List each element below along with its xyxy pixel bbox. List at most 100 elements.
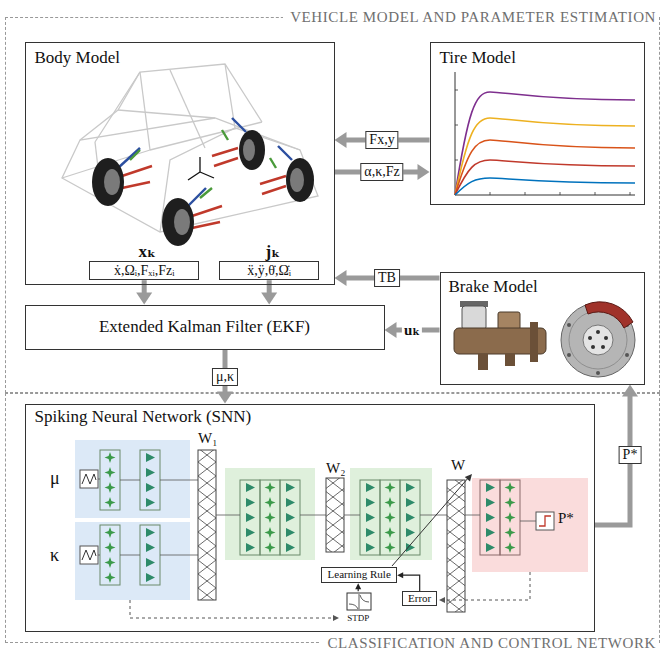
illustration-part bbox=[444, 572, 530, 600]
model-box: Tire Model bbox=[430, 42, 645, 205]
illustration-part bbox=[505, 354, 515, 366]
illustration-part bbox=[260, 176, 286, 194]
node-text: Learning Rule bbox=[328, 568, 391, 581]
arrow-shaft bbox=[402, 575, 420, 591]
illustration-part bbox=[350, 468, 432, 560]
state-vector-name: xₖ bbox=[139, 242, 156, 262]
illustration-part bbox=[472, 478, 588, 572]
illustration-part bbox=[498, 312, 520, 330]
signal-label: μ,κ bbox=[212, 368, 238, 386]
arrow-head bbox=[136, 293, 152, 305]
weight-name: W₁ bbox=[198, 430, 217, 447]
illustration-part bbox=[455, 92, 635, 195]
illustration-part bbox=[80, 72, 140, 140]
illustration-part bbox=[591, 345, 595, 349]
arrow-head bbox=[355, 583, 361, 589]
illustration-part bbox=[239, 130, 265, 170]
illustration-part bbox=[286, 158, 314, 202]
illustration-part bbox=[360, 480, 380, 555]
model-box: Body Modelxₖjₖẋ,Ωᵢ,Fₓᵢ,Fzᵢẍ,ÿ,θ̇,Ω̇ᵢ bbox=[25, 42, 335, 285]
illustration-part bbox=[130, 130, 276, 198]
node-text: ẋ,Ωᵢ,Fₓᵢ,Fzᵢ bbox=[114, 262, 175, 279]
illustration-part bbox=[380, 480, 400, 555]
illustration-part bbox=[188, 157, 214, 180]
brake-illustration bbox=[454, 301, 635, 377]
arrow-shaft bbox=[267, 280, 272, 293]
illustration-part bbox=[455, 118, 635, 195]
arrow-head bbox=[397, 572, 403, 578]
tire-curve-plot bbox=[455, 72, 635, 195]
illustration-part bbox=[225, 468, 315, 560]
error-box: Error bbox=[402, 591, 437, 606]
signal-label: TB bbox=[374, 269, 400, 287]
illustration-part bbox=[601, 345, 605, 349]
arrow-head bbox=[335, 132, 347, 148]
illustration-part bbox=[80, 470, 98, 488]
illustration-part bbox=[82, 474, 96, 484]
illustration-part bbox=[465, 515, 536, 521]
arrow-head bbox=[335, 270, 347, 286]
illustration-part bbox=[500, 480, 520, 555]
illustration-part bbox=[625, 353, 629, 357]
illustration-part bbox=[455, 178, 635, 195]
car-illustration bbox=[62, 64, 318, 246]
illustration-part bbox=[333, 615, 339, 621]
weight-name: W₂ bbox=[326, 460, 345, 477]
signal-name: κ bbox=[50, 545, 59, 565]
illustration-part bbox=[347, 593, 371, 610]
illustration-part bbox=[216, 515, 326, 516]
signal-arrow bbox=[355, 583, 361, 591]
node-text: VEHICLE MODEL AND PARAMETER ESTIMATION bbox=[283, 7, 659, 27]
signal-arrow bbox=[397, 572, 420, 591]
illustration-part bbox=[118, 118, 292, 228]
arrow-head bbox=[622, 385, 638, 397]
node-text: Brake Model bbox=[449, 277, 538, 297]
illustration-part bbox=[480, 480, 500, 555]
illustration-part bbox=[80, 546, 98, 564]
illustration-part bbox=[455, 140, 635, 195]
illustration-part bbox=[82, 550, 96, 560]
illustration-part bbox=[585, 302, 633, 328]
illustration-part bbox=[455, 72, 456, 195]
output-name: P* bbox=[558, 510, 574, 527]
illustration-part bbox=[280, 480, 300, 555]
illustration-part bbox=[192, 206, 222, 228]
illustration-part bbox=[162, 198, 194, 246]
illustration-part bbox=[567, 323, 571, 327]
node-text: Spiking Neural Network (SNN) bbox=[35, 407, 252, 427]
snn-illustration bbox=[75, 440, 588, 621]
illustration-part bbox=[536, 512, 554, 530]
signal-label: uₖ bbox=[402, 322, 422, 338]
illustration-part bbox=[198, 450, 216, 600]
arrow-head bbox=[385, 322, 397, 338]
illustration-part bbox=[188, 188, 206, 206]
illustration-part bbox=[95, 64, 262, 142]
illustration-part bbox=[583, 325, 613, 355]
stdp-block: STDP bbox=[339, 591, 377, 627]
illustration-part bbox=[75, 440, 190, 518]
illustration-part bbox=[392, 477, 469, 566]
illustration-part bbox=[92, 158, 124, 206]
illustration-part bbox=[232, 118, 246, 132]
illustration-part bbox=[349, 594, 369, 609]
illustration-part bbox=[588, 336, 592, 340]
region-band: VEHICLE MODEL AND PARAMETER ESTIMATIONBo… bbox=[5, 17, 660, 393]
illustration-part bbox=[478, 354, 488, 370]
node-text: ẍ,ÿ,θ̇,Ω̇ᵢ bbox=[247, 262, 291, 279]
signal-arrow bbox=[385, 322, 440, 338]
illustration-part bbox=[604, 336, 608, 340]
node-text: CLASSIFICATION AND CONTROL NETWORK bbox=[320, 633, 659, 653]
illustration-part bbox=[212, 148, 238, 166]
illustration-part bbox=[455, 195, 635, 196]
rule-box: Learning Rule bbox=[321, 567, 397, 583]
illustration-part bbox=[140, 525, 160, 585]
illustration-part bbox=[455, 160, 635, 195]
state-box: ẍ,ÿ,θ̇,Ω̇ᵢ bbox=[219, 261, 319, 280]
signal-arrow bbox=[335, 164, 430, 180]
illustration-part bbox=[104, 169, 120, 195]
model-box: Brake Model bbox=[440, 272, 645, 385]
weight-name: W bbox=[451, 457, 465, 474]
